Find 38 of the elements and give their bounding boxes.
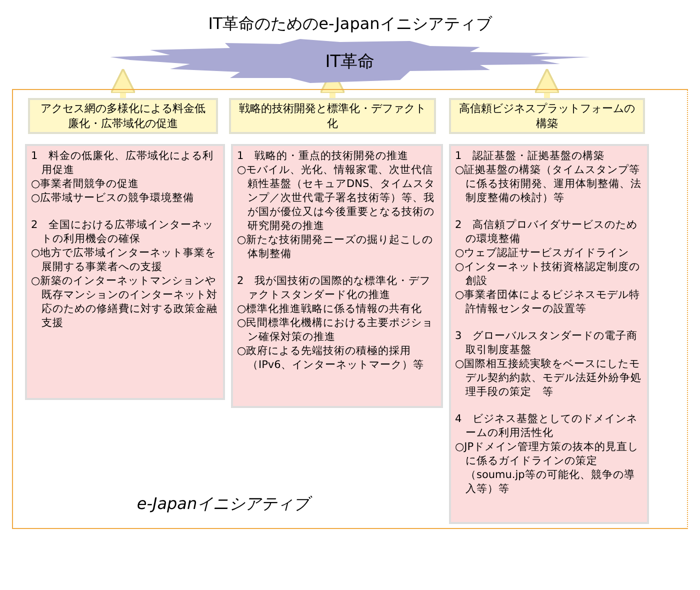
bullet-item: ○地方で広帯域インターネット事業を展開する事業者への支援: [31, 246, 218, 274]
heading-box: [28, 98, 218, 134]
section-heading: 2 全国における広帯域インターネットの利用機会の確保: [31, 218, 215, 246]
box-heading: アクセス網の多様化による料金低廉化・広帯域化の促進: [40, 101, 206, 131]
bullet-item: ○事業者間競争の促進: [31, 177, 140, 191]
group-title: e-Japanイニシアティブ: [123, 494, 323, 515]
arrow: [110, 68, 136, 98]
heading-box: [229, 98, 436, 134]
bullet-item: ○新築のインターネットマンションや既存マンションのインターネット対応のための修繕費に対する政策金融支援: [31, 274, 218, 330]
heading-text: IT革命: [324, 51, 376, 73]
diagram-title: IT革命のためのe-Japanイニシアティブ: [207, 14, 494, 35]
bullet-item: ○民間標準化機構における主要ポジション確保対策の推進: [237, 316, 434, 344]
box-heading: 高信頼ビジネスプラットフォームの構築: [459, 101, 635, 131]
content-box: [231, 144, 443, 408]
bullet-item: ○証拠基盤の構築（タイムスタンプ等に係る技術開発、運用体制整備、法制度整備の検討）等: [455, 163, 642, 205]
section-heading: 2 高信頼プロバイダサービスのための環境整備: [455, 218, 639, 246]
bullet-item: ○事業者団体によるビジネスモデル特許情報センターの設置等: [455, 288, 642, 316]
bullet-item: ○新たな技術開発ニーズの掘り起こしの体制整備: [237, 233, 434, 261]
bullet-item: ○標準化推進戦略に係る情報の共有化: [237, 302, 424, 316]
group-frame: [12, 89, 688, 529]
bullet-item: ○政府による先端技術の積極的採用（IPv6、インターネットマーク）等: [237, 344, 425, 372]
section-heading: 4 ビジネス基盤としてのドメインネームの利用活性化: [455, 412, 639, 440]
bullet-item: ○広帯域サービスの競争環境整備: [31, 191, 196, 205]
heading-box: [449, 98, 645, 134]
bullet-item: ○JPドメイン管理方策の抜本的見直しに係るガイドラインの策定（soumu.jp等の可能化、競争の導入等）等: [455, 440, 640, 496]
bullet-item: ○国際相互接続実験をベースにしたモデル契約約款、モデル法廷外紛争処理手段の策定 等: [455, 357, 642, 399]
bullet-item: ○インターネット技術資格認定制度の創設: [455, 260, 642, 288]
arrow: [534, 68, 560, 98]
content-box: [449, 144, 649, 524]
section-heading: 1 料金の低廉化、広帯域化による利用促進: [31, 149, 215, 177]
section-heading: 1 戦略的・重点的技術開発の推進: [237, 149, 410, 163]
section-heading: 2 我が国技術の国際的な標準化・デファクトスタンダード化の推進: [237, 274, 432, 302]
section-heading: 1 認証基盤・証拠基盤の構築: [455, 149, 606, 163]
section-heading: 3 グローバルスタンダードの電子商取引制度基盤: [455, 329, 639, 357]
bullet-item: ○ウェブ認証サービスガイドライン: [455, 246, 630, 260]
content-box: [25, 144, 225, 400]
box-heading: 戦略的技術開発と標準化・デファクト化: [239, 101, 426, 131]
bullet-item: ○モバイル、光化、情報家電、次世代信頼性基盤（セキュアDNS、タイムスタンプ／次世代電子署名技術等）等、我が国が優位又は今後重要となる技術の研究開発の推進: [237, 163, 436, 233]
